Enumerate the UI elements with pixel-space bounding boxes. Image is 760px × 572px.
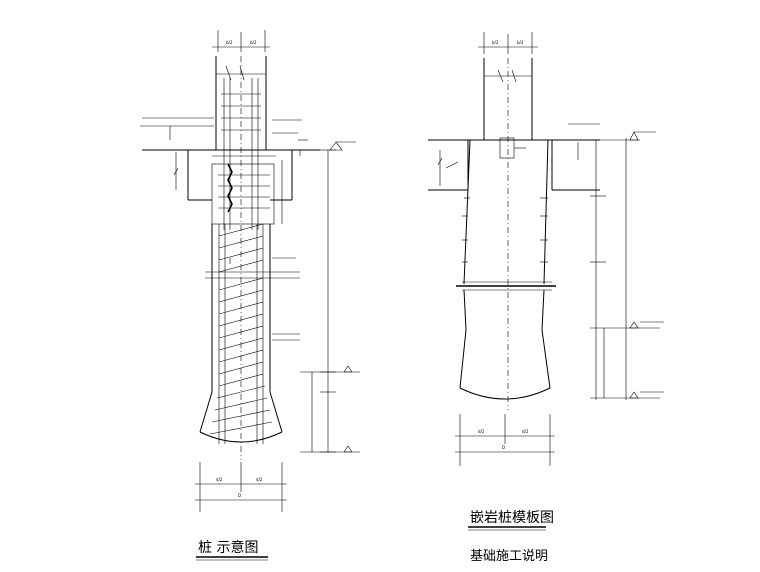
left-column: [215, 56, 267, 460]
left-bottom-dim-a: d/2: [216, 477, 223, 482]
left-bottom-dimension: d/2 d/2 D: [195, 462, 287, 512]
left-callouts: [140, 117, 308, 224]
right-top-dimension: b/2 b/2: [478, 32, 538, 54]
right-pile-drawing: b/2 b/2: [428, 32, 664, 466]
right-bottom-dimension: d/2 d/2 D: [455, 414, 555, 466]
construction-notes-title: 基础施工说明: [470, 549, 548, 564]
left-pile-drawing: b/2 b/2: [140, 30, 360, 512]
right-pile-body: [456, 139, 556, 400]
right-bottom-dim-b: d/2: [522, 429, 529, 434]
left-bottom-dim-total: D: [238, 493, 241, 498]
right-bottom-dim-a: d/2: [478, 429, 485, 434]
right-drawing-title: 嵌岩桩模板图: [470, 509, 554, 526]
left-top-dimension: b/2 b/2: [212, 30, 270, 52]
left-top-dim-a: b/2: [226, 40, 233, 45]
left-pile-cap: [142, 141, 356, 225]
left-bottom-dim-b: d/2: [256, 477, 263, 482]
right-top-dim-a: b/2: [492, 40, 499, 45]
right-column: [483, 58, 533, 410]
left-side-dimension: [300, 149, 360, 453]
right-pile-cap: [428, 123, 600, 191]
right-bottom-dim-total: D: [502, 445, 505, 450]
right-side-dimension: [590, 131, 664, 400]
left-top-dim-b: b/2: [250, 40, 257, 45]
left-pile-body: [199, 223, 300, 444]
right-top-dim-b: b/2: [517, 40, 524, 45]
left-drawing-title: 桩 示意图: [198, 539, 258, 556]
